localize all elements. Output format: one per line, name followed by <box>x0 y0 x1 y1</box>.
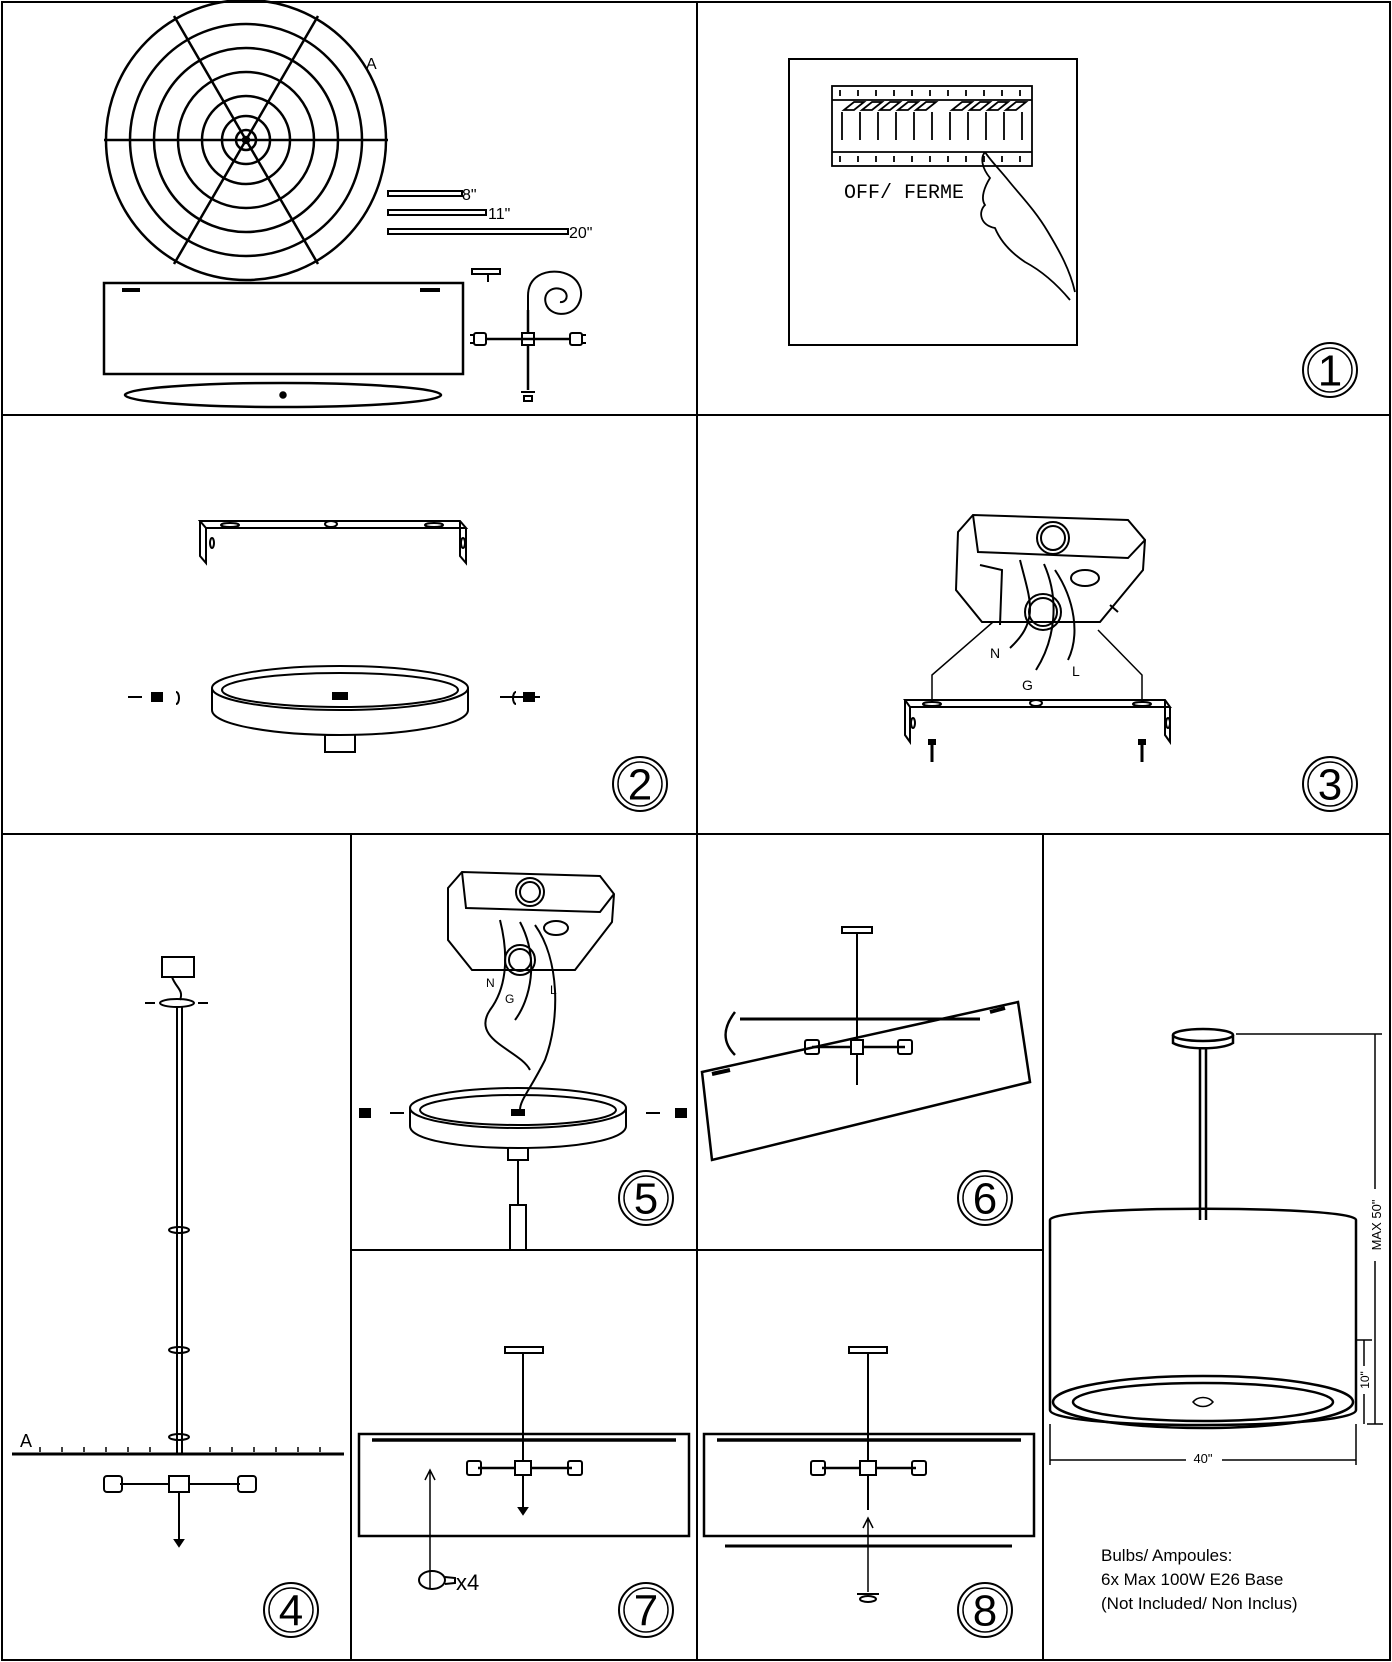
canopy-cluster-part <box>470 268 586 402</box>
wire-label-g: G <box>1022 677 1033 693</box>
stem-and-cluster <box>740 926 980 1085</box>
mounting-bracket <box>197 520 469 566</box>
wire-label-l: L <box>550 983 557 997</box>
diffuser-grid-part <box>104 0 388 282</box>
breaker-off-label: OFF/ FERME <box>844 182 964 205</box>
wire-label-n: N <box>990 645 1000 661</box>
shade-width-label: 40" <box>1193 1451 1212 1466</box>
panel-parts: A 8" 11" 20" <box>102 0 592 409</box>
wire-label-g: G <box>505 992 514 1006</box>
mounting-bracket <box>903 699 1172 762</box>
install-arrow <box>424 1468 436 1588</box>
canopy <box>409 1087 627 1251</box>
canopy <box>211 665 469 753</box>
screws <box>359 1108 687 1118</box>
hand-pointing <box>980 151 1076 301</box>
step-number: 2 <box>628 761 652 810</box>
screws <box>128 691 540 705</box>
panel-step-5: N G L 5 <box>359 870 687 1251</box>
guide-lines <box>931 621 1143 702</box>
finial <box>857 1593 879 1603</box>
install-arrow <box>862 1516 874 1592</box>
step-circle <box>1302 342 1358 398</box>
step-number: 8 <box>973 1587 997 1636</box>
assembled-fixture <box>1048 1027 1358 1430</box>
step-circle <box>957 1582 1013 1638</box>
panel-finished: MAX 50" 10" 40" Bulbs/ Ampoules: 6x Max … <box>1048 1027 1385 1613</box>
stem-and-cluster <box>466 1346 583 1516</box>
step-number: 3 <box>1318 761 1342 810</box>
tilted-shade <box>700 1000 1032 1162</box>
socket-cluster <box>103 1475 257 1548</box>
wire-label-l: L <box>1072 663 1080 679</box>
step-number: 7 <box>634 1587 658 1636</box>
shade-height-label: 10" <box>1358 1371 1372 1389</box>
panel-step-2: 2 <box>128 520 668 812</box>
drum-shade <box>357 1432 691 1538</box>
bulb-icon <box>418 1570 456 1590</box>
step-number: 4 <box>279 1587 303 1636</box>
drum-shade-part <box>102 281 465 409</box>
junction-box <box>954 513 1147 631</box>
part-label-a: A <box>20 1431 32 1451</box>
bulb-count: x4 <box>456 1570 479 1595</box>
rod-length-20: 20" <box>569 225 592 242</box>
step-circle <box>957 1170 1013 1226</box>
part-label-a: A <box>366 56 377 73</box>
step-number: 5 <box>634 1175 658 1224</box>
drum-shade <box>702 1432 1036 1538</box>
wires <box>1009 559 1076 671</box>
stem-and-cluster <box>810 1346 927 1510</box>
bulb-info-line-2: 6x Max 100W E26 Base <box>1101 1570 1283 1589</box>
wires <box>484 919 557 1111</box>
panel-step-7: x4 7 <box>357 1346 691 1638</box>
step-circle <box>1302 756 1358 812</box>
breaker-panel <box>831 85 1033 167</box>
panel-step-1: OFF/ FERME 1 <box>788 58 1358 398</box>
step-circle <box>618 1170 674 1226</box>
diffuser-grid-side <box>12 1447 344 1456</box>
max-height-label: MAX 50" <box>1369 1199 1384 1250</box>
panel-step-8: 8 <box>702 1346 1036 1638</box>
step-number: 6 <box>973 1175 997 1224</box>
extension-rods <box>387 190 569 235</box>
hanging-assembly <box>145 956 208 1455</box>
wire-label-n: N <box>486 976 495 990</box>
bulb-info-line-1: Bulbs/ Ampoules: <box>1101 1546 1232 1565</box>
step-number: 1 <box>1318 347 1342 396</box>
rod-length-8: 8" <box>462 187 477 204</box>
step-circle <box>263 1582 319 1638</box>
step-circle <box>612 756 668 812</box>
panel-step-3: N G L 3 <box>903 513 1358 812</box>
rod-length-11: 11" <box>488 206 510 223</box>
step-circle <box>618 1582 674 1638</box>
panel-step-4: A 4 <box>12 956 344 1638</box>
bulb-info-line-3: (Not Included/ Non Inclus) <box>1101 1594 1298 1613</box>
panel-step-6: 6 <box>700 926 1032 1226</box>
